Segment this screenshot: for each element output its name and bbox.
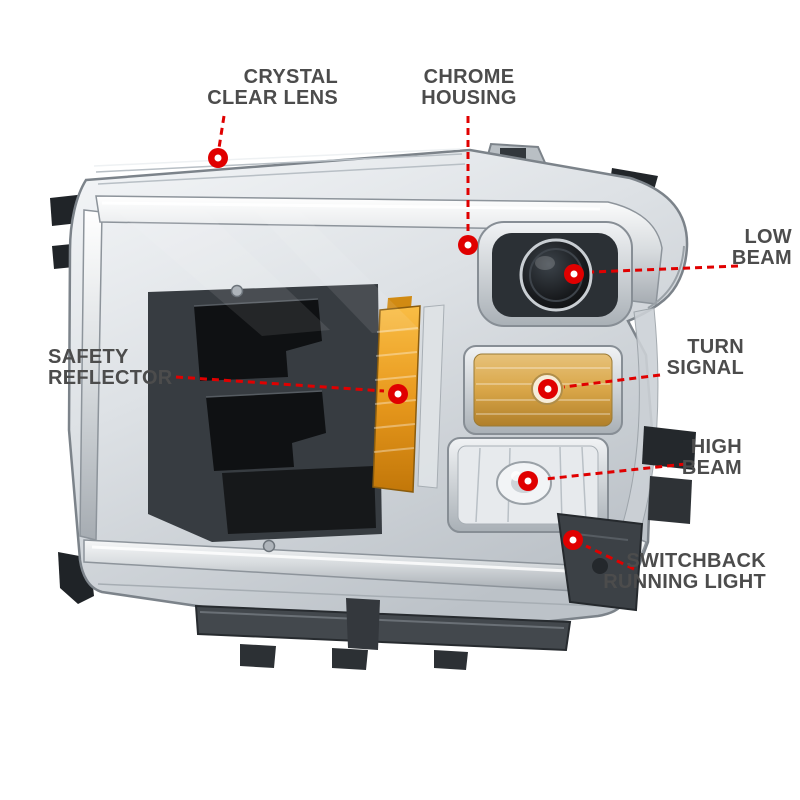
callout-line-safety-reflector <box>175 375 385 393</box>
callout-connectors <box>175 115 739 571</box>
callout-label-line: SAFETY <box>48 346 129 368</box>
callout-label-line: SWITCHBACK <box>626 550 766 572</box>
callout-label-line: CLEAR LENS <box>207 87 338 109</box>
housing-fin-upper <box>194 299 322 381</box>
callout-label-line: CHROME <box>423 66 515 88</box>
clear-reflector-strip <box>417 304 445 489</box>
callout-marker-crystal-clear-lens <box>208 148 228 168</box>
housing-fin-lower <box>206 391 326 471</box>
callout-low-beam: LOW BEAM <box>698 227 792 269</box>
callout-label-line: LOW <box>744 226 792 248</box>
headlight-body <box>50 142 696 670</box>
callout-switchback-running-light: SWITCHBACK RUNNING LIGHT <box>598 551 766 593</box>
callout-line-crystal-clear-lens <box>217 115 226 149</box>
housing-back-panel <box>148 284 382 542</box>
lens-striations <box>93 148 466 185</box>
callout-chrome-housing: CHROME HOUSING <box>398 67 540 109</box>
callout-label-line: BEAM <box>681 457 742 479</box>
callout-safety-reflector: SAFETY REFLECTOR <box>48 347 198 389</box>
housing-lower-block <box>222 466 376 534</box>
mounting-bracket <box>194 512 644 670</box>
low-beam-projector <box>477 221 633 327</box>
callout-marker-high-beam <box>518 471 538 491</box>
callout-turn-signal: TURN SIGNAL <box>652 337 744 379</box>
callout-label-line: REFLECTOR <box>48 367 173 389</box>
callout-marker-switchback-running-light <box>563 530 583 550</box>
callout-crystal-clear-lens: CRYSTAL CLEAR LENS <box>150 67 338 109</box>
callout-marker-low-beam <box>564 264 584 284</box>
callout-line-turn-signal <box>563 373 661 389</box>
callout-line-low-beam <box>591 264 739 274</box>
inner-contour-bottom <box>97 583 601 607</box>
callout-label-line: HIGH <box>690 436 742 458</box>
callout-label-line: HOUSING <box>421 87 517 109</box>
callout-label-line: RUNNING LIGHT <box>603 571 766 593</box>
callout-marker-safety-reflector <box>388 384 408 404</box>
wiring-connectors <box>642 426 696 524</box>
lens-glare <box>118 203 420 336</box>
callout-marker-turn-signal <box>538 379 558 399</box>
callout-marker-chrome-housing <box>458 235 478 255</box>
callout-line-switchback-running-light <box>585 544 635 571</box>
callout-label-line: CRYSTAL <box>243 66 338 88</box>
inner-contour-right <box>647 245 685 309</box>
callout-label-line: SIGNAL <box>666 357 744 379</box>
screw-dots <box>230 284 276 553</box>
callout-high-beam: HIGH BEAM <box>650 437 742 479</box>
callout-label-line: BEAM <box>731 247 792 269</box>
callout-label-line: TURN <box>687 336 744 358</box>
